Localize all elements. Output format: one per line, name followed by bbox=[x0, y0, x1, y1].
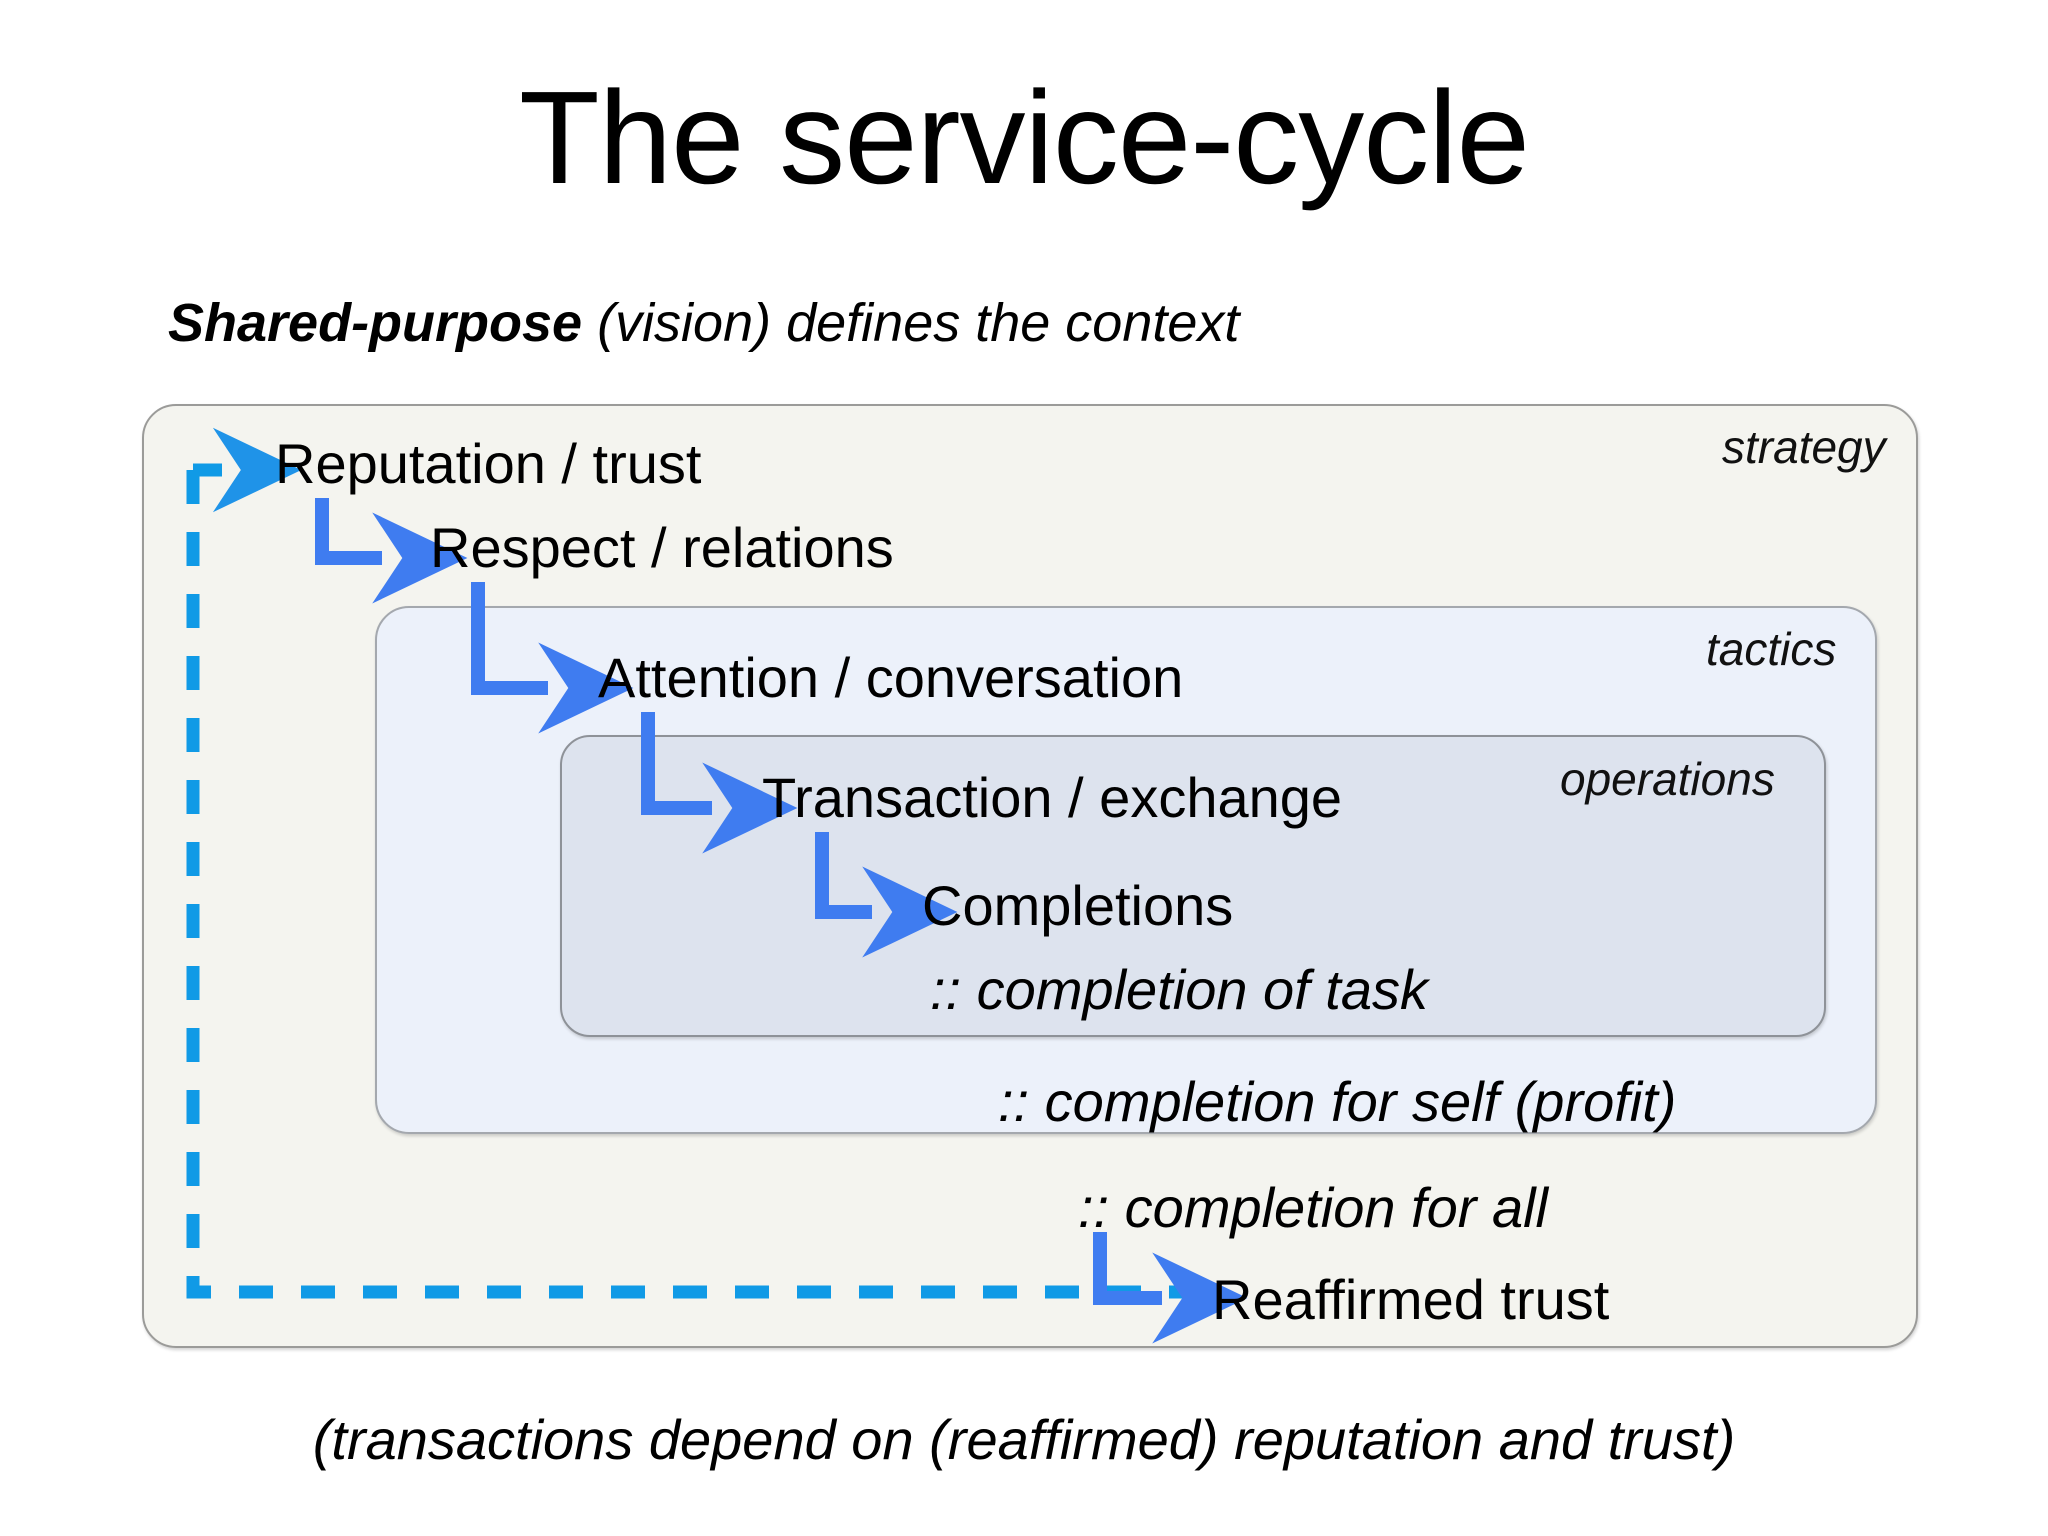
node-completions: Completions bbox=[922, 874, 1234, 937]
layer-label-tactics: tactics bbox=[1706, 623, 1837, 675]
layer-label-strategy: strategy bbox=[1722, 421, 1886, 473]
subtitle: Shared-purpose (vision) defines the cont… bbox=[168, 296, 1239, 350]
node-completion-for-all: :: completion for all bbox=[1078, 1176, 1548, 1239]
subtitle-bold: Shared-purpose bbox=[168, 293, 583, 353]
node-reaffirmed-trust: Reaffirmed trust bbox=[1212, 1268, 1610, 1331]
node-reputation: Reputation / trust bbox=[275, 432, 702, 495]
subtitle-rest: (vision) defines the context bbox=[582, 293, 1240, 353]
footer-caption: (transactions depend on (reaffirmed) rep… bbox=[312, 1408, 1736, 1471]
node-completion-of-task: :: completion of task bbox=[930, 958, 1429, 1021]
page-title: The service-cycle bbox=[519, 64, 1530, 211]
node-attention: Attention / conversation bbox=[598, 646, 1184, 709]
node-respect: Respect / relations bbox=[430, 516, 894, 579]
node-completion-for-self: :: completion for self (profit) bbox=[998, 1070, 1677, 1133]
layer-label-operations: operations bbox=[1560, 753, 1775, 805]
node-transaction: Transaction / exchange bbox=[762, 766, 1343, 829]
